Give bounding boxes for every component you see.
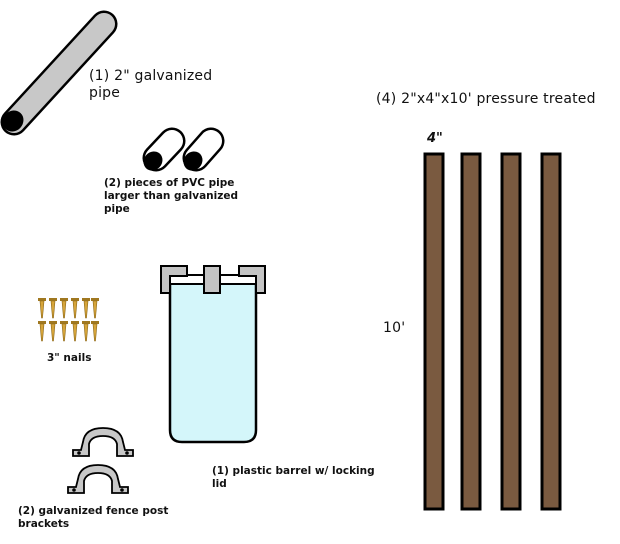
galvanized-pipe-label: (1) 2" galvanized pipe [89,68,213,101]
galvanized-pipe-icon [0,10,118,136]
board-length-label: 10' [383,320,406,336]
barrel-label: (1) plastic barrel w/ locking lid [212,465,375,490]
lumber-label: (4) 2"x4"x10' pressure treated [376,91,596,107]
nails-icon [38,298,99,342]
brackets-label: (2) galvanized fence post brackets [18,505,169,530]
lumber-boards-icon [423,152,562,511]
plastic-barrel-icon [160,265,266,444]
nails-label: 3" nails [47,352,92,364]
fence-post-brackets-icon [67,427,134,494]
board-width-label: 4" [427,131,443,146]
pvc-pipe-pieces-icon [142,127,225,172]
pvc-pipe-label: (2) pieces of PVC pipe larger than galva… [104,177,238,215]
